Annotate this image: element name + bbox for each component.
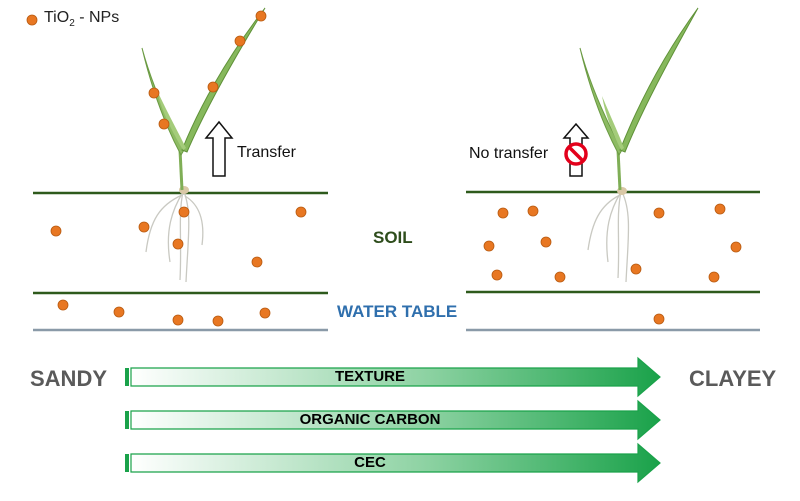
legend-nanoparticle-dot bbox=[26, 14, 38, 26]
legend-label-prefix: TiO bbox=[44, 9, 70, 26]
clayey-label: CLAYEY bbox=[689, 366, 777, 391]
nanoparticle bbox=[730, 241, 742, 253]
right-water-nanoparticles bbox=[653, 313, 665, 325]
nanoparticle bbox=[483, 240, 495, 252]
nanoparticle bbox=[540, 236, 552, 248]
left-plant-illustration bbox=[141, 7, 266, 283]
left-water-nanoparticles bbox=[57, 299, 271, 327]
nanoparticle bbox=[491, 269, 503, 281]
nanoparticle bbox=[178, 206, 190, 218]
nanoparticle bbox=[255, 10, 267, 22]
nanoparticle bbox=[554, 271, 566, 283]
nanoparticle bbox=[497, 207, 509, 219]
water-table-label: WATER TABLE bbox=[337, 302, 458, 321]
transfer-label: Transfer bbox=[237, 144, 296, 161]
nanoparticle bbox=[259, 307, 271, 319]
left-soil-nanoparticles bbox=[50, 206, 307, 268]
nanoparticle bbox=[172, 238, 184, 250]
nanoparticle bbox=[527, 205, 539, 217]
organic-carbon-label: ORGANIC CARBON bbox=[299, 411, 441, 428]
left-transfer-arrow bbox=[204, 120, 234, 177]
gradient-arrow-organic-carbon bbox=[125, 399, 661, 441]
nanoparticle bbox=[158, 118, 170, 130]
gradient-arrow-texture bbox=[125, 356, 661, 398]
soil-label: SOIL bbox=[373, 228, 413, 247]
nanoparticle bbox=[212, 315, 224, 327]
nanoparticle bbox=[653, 207, 665, 219]
nanoparticle bbox=[714, 203, 726, 215]
no-symbol-icon bbox=[564, 142, 588, 166]
nanoparticle bbox=[172, 314, 184, 326]
nanoparticle bbox=[57, 299, 69, 311]
nanoparticle bbox=[630, 263, 642, 275]
cec-label: CEC bbox=[354, 454, 386, 471]
legend-label: TiO2 - NPs bbox=[44, 9, 119, 29]
nanoparticle bbox=[234, 35, 246, 47]
legend-label-subscript: 2 bbox=[69, 18, 75, 30]
nanoparticle bbox=[138, 221, 150, 233]
nanoparticle bbox=[113, 306, 125, 318]
nanoparticle bbox=[50, 225, 62, 237]
nanoparticle bbox=[708, 271, 720, 283]
left-leaf-nanoparticles bbox=[148, 10, 267, 130]
legend-label-suffix: - NPs bbox=[74, 9, 120, 26]
nanoparticle bbox=[295, 206, 307, 218]
nanoparticle bbox=[207, 81, 219, 93]
right-plant-illustration bbox=[579, 7, 699, 283]
sandy-label: SANDY bbox=[30, 366, 108, 391]
gradient-arrow-cec bbox=[125, 442, 661, 484]
nanoparticle bbox=[251, 256, 263, 268]
right-soil-nanoparticles bbox=[483, 203, 742, 283]
nanoparticle bbox=[653, 313, 665, 325]
nanoparticle bbox=[148, 87, 160, 99]
texture-label: TEXTURE bbox=[334, 368, 405, 385]
no-transfer-label: No transfer bbox=[469, 145, 549, 162]
